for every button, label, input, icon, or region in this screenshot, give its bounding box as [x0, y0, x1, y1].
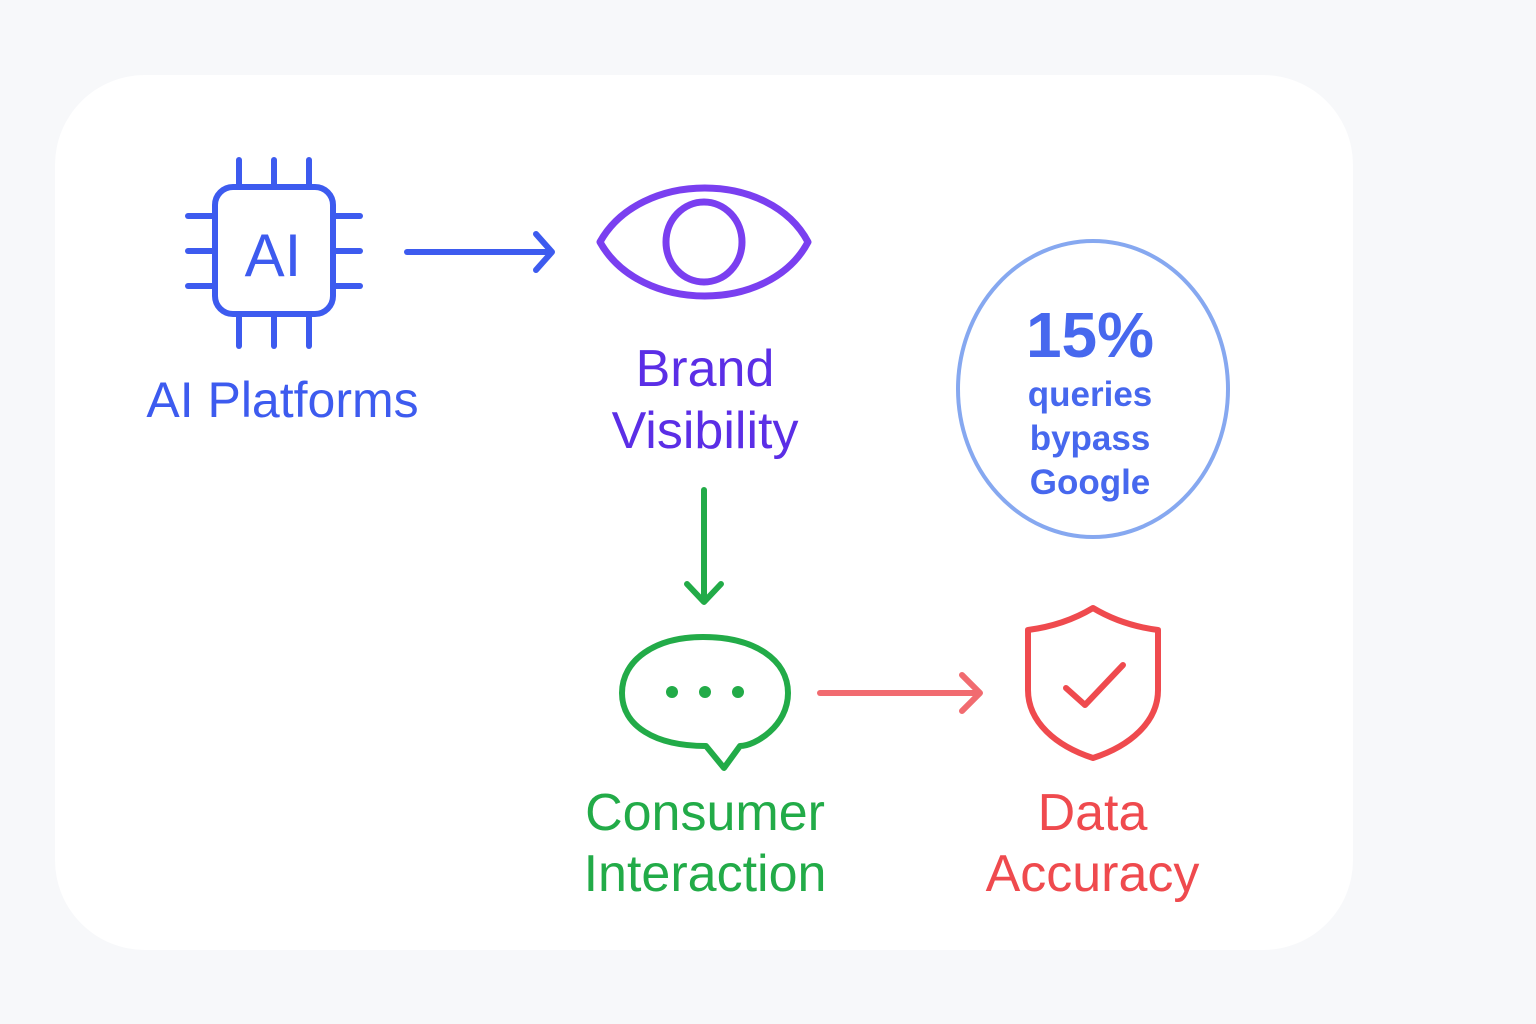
brand-visibility-label-line-2: Visibility — [611, 402, 799, 461]
brand-visibility-label-line-1: Brand — [635, 340, 775, 398]
shield-check-icon — [1025, 605, 1161, 761]
stat-caption: queries bypass Google — [990, 373, 1190, 504]
chat-bubble-icon — [619, 634, 791, 771]
consumer-interaction-label-line-2: Interaction — [583, 845, 827, 904]
brand-visibility-label: Brand Visibility — [560, 338, 850, 463]
data-accuracy-label-line-2: Accuracy — [985, 845, 1200, 904]
consumer-interaction-label: Consumer Interaction — [540, 783, 870, 906]
ai-chip-icon: AI — [185, 157, 363, 349]
data-accuracy-label-line-1: Data — [1037, 784, 1148, 842]
arrow-brand-to-consumer — [684, 487, 724, 605]
stat-caption-line-3: Google — [1029, 462, 1151, 502]
ai-platforms-label: AI Platforms — [146, 372, 419, 428]
stat-value: 15% — [1025, 299, 1155, 371]
consumer-interaction-label-line-1: Consumer — [585, 784, 825, 842]
arrow-ai-to-brand — [404, 231, 555, 273]
ai-chip-text: AI — [245, 222, 302, 289]
stat-caption-line-2: bypass — [1029, 418, 1151, 458]
eye-icon — [596, 184, 812, 300]
stat-caption-line-1: queries — [1027, 375, 1153, 414]
stat-ring — [956, 239, 1230, 539]
data-accuracy-label: Data Accuracy — [940, 783, 1245, 906]
arrow-consumer-to-data — [817, 672, 983, 714]
